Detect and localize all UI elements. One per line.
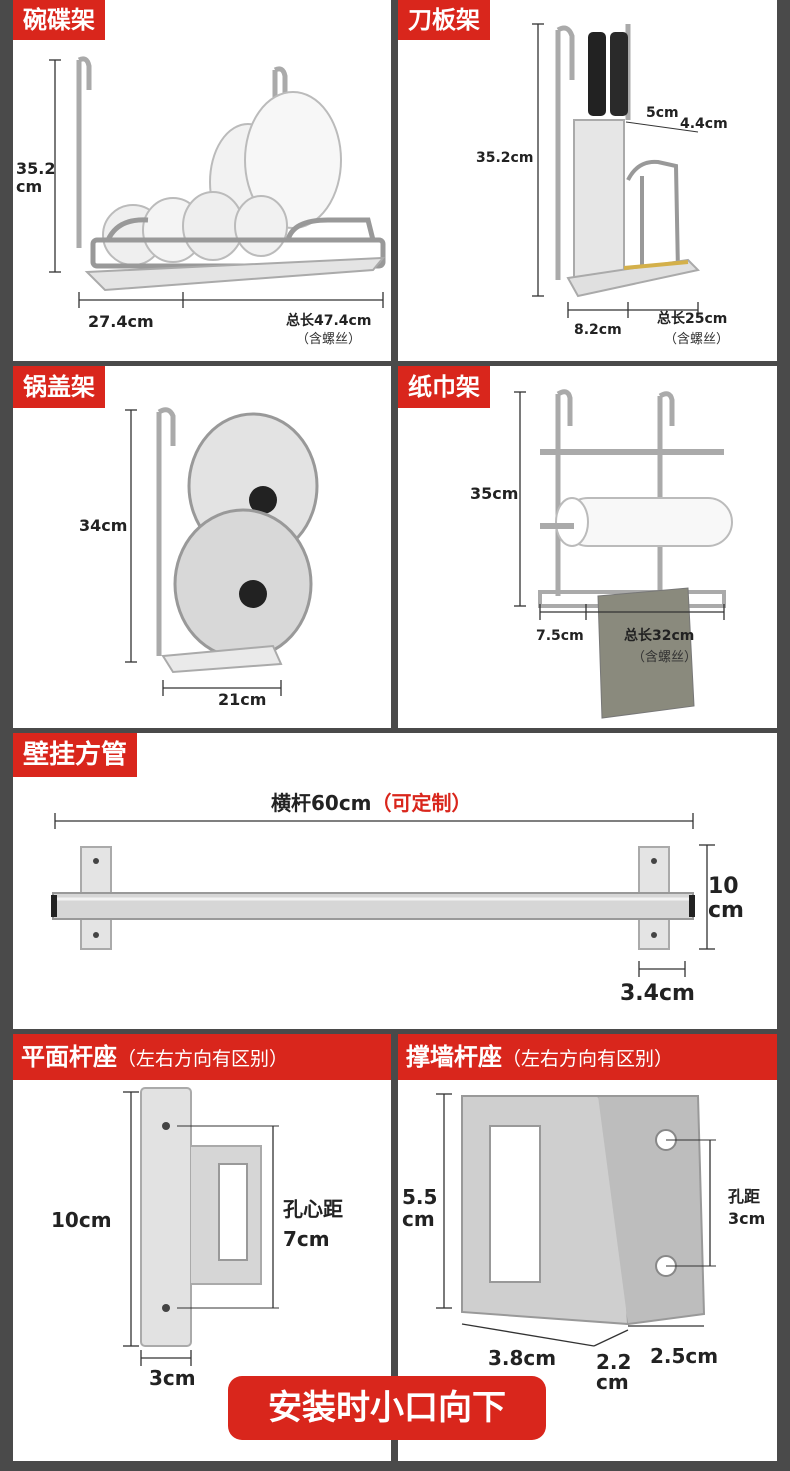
length-label: 总长32cm <box>624 628 695 644</box>
tube-length-value: 横杆60cm <box>271 791 372 815</box>
panel-title: 锅盖架 <box>13 366 105 408</box>
panel-title: 平面杆座（左右方向有区别） <box>13 1034 391 1080</box>
tube-depth-label: 3.4cm <box>620 981 695 1006</box>
panel-title: 纸巾架 <box>398 366 490 408</box>
wall-tube-illustration <box>51 813 715 977</box>
panel-title: 碗碟架 <box>13 0 105 40</box>
brace-base-title: 撑墙杆座 <box>406 1043 502 1071</box>
brace-base-w3: 2.5cm <box>650 1344 719 1368</box>
panel-title: 壁挂方管 <box>13 733 138 777</box>
flat-base-height: 10cm <box>51 1208 112 1232</box>
brace-base-illustration <box>436 1093 716 1347</box>
length-note: （含螺丝） <box>632 650 698 665</box>
brace-base-subtitle: （左右方向有区别） <box>502 1048 674 1070</box>
tube-length-label: 横杆60cm（可定制） <box>271 787 472 816</box>
panel-title: 撑墙杆座（左右方向有区别） <box>398 1034 777 1080</box>
depth-label: 7.5cm <box>536 628 584 644</box>
length-note: （含螺丝） <box>664 332 730 347</box>
top-b-label: 4.4cm <box>680 116 728 132</box>
knife-rack-illustration <box>532 23 701 318</box>
lid-rack-illustration <box>125 407 319 696</box>
flat-base-title: 平面杆座 <box>21 1043 117 1071</box>
height-label: 35.2cm <box>476 150 534 166</box>
flat-base-subtitle: （左右方向有区别） <box>117 1048 289 1070</box>
depth-label: 8.2cm <box>574 322 622 338</box>
panel-lid-rack: 锅盖架 34cm 21cm <box>13 366 391 728</box>
length-note: （含螺丝） <box>296 332 362 347</box>
paper-rack-illustration <box>514 389 733 719</box>
panel-title: 刀板架 <box>398 0 490 40</box>
flat-base-illustration <box>123 1087 279 1366</box>
width-label: 27.4cm <box>88 312 154 331</box>
bowl-rack-illustration <box>49 56 386 308</box>
panel-paper-rack: 纸巾架 35cm 7.5cm 总长32cm （含螺丝） <box>398 366 777 728</box>
panel-knife-rack: 刀板架 35.2cm 5cm 4.4cm 8.2cm 总长25cm （含螺丝） <box>398 0 777 361</box>
height-label: 34cm <box>79 516 128 535</box>
length-label: 总长25cm <box>657 311 728 327</box>
width-label: 21cm <box>218 690 267 709</box>
length-label: 总长47.4cm <box>286 313 372 329</box>
height-label: 35cm <box>470 484 519 503</box>
install-note-banner: 安装时小口向下 <box>228 1376 546 1440</box>
custom-note: （可定制） <box>371 791 472 815</box>
flat-base-width: 3cm <box>149 1366 196 1390</box>
brace-base-w1: 3.8cm <box>488 1346 557 1370</box>
top-a-label: 5cm <box>646 105 679 121</box>
